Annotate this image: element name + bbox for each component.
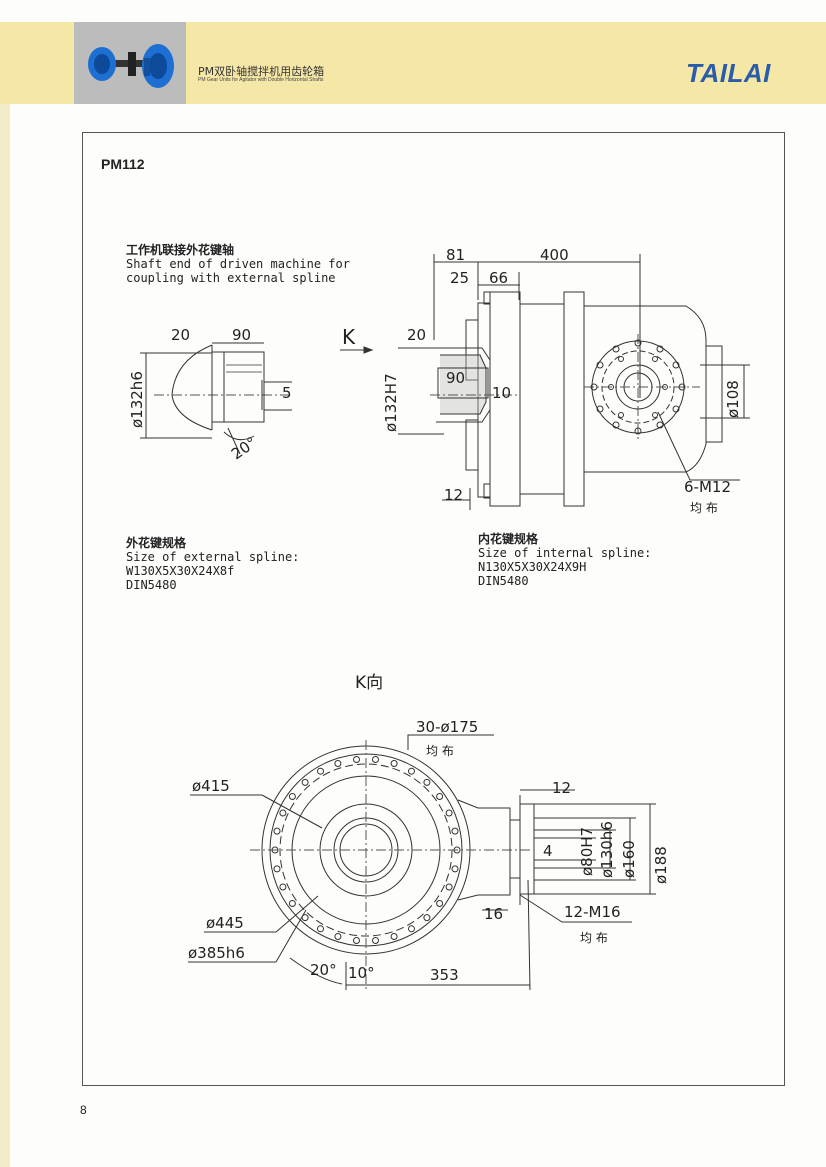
dim-188: ø188 — [652, 846, 670, 884]
internal-spline-spec: N130X5X30X24X9H — [478, 560, 587, 574]
dim-shaft-20: 20 — [171, 326, 190, 344]
product-thumbnail — [74, 22, 186, 104]
external-spline-std: DIN5480 — [126, 578, 177, 592]
dim-10: 10 — [492, 384, 511, 402]
external-spline-spec: W130X5X30X24X8f — [126, 564, 235, 578]
bolt-hole — [390, 933, 398, 940]
dim-shaft-132h6: ø132h6 — [128, 371, 146, 428]
dim-shaft-90: 90 — [232, 326, 251, 344]
bolt-hole — [445, 809, 453, 817]
bolt-hole — [451, 865, 459, 873]
dim-30-175: 30-ø175 — [416, 718, 478, 736]
bolt-hole — [271, 846, 279, 854]
bolt-hole — [453, 846, 461, 854]
bolt-hole — [279, 809, 287, 817]
dim-6-M12: 6-M12 — [684, 478, 731, 496]
bolt-hole — [372, 756, 379, 763]
dim-400: 400 — [540, 246, 569, 264]
bolt-hole — [423, 914, 431, 922]
bolt-hole — [279, 883, 287, 891]
dim-k-angle-20: 20° — [310, 961, 337, 979]
bolt-hole — [445, 883, 453, 891]
dim-80H7: ø80H7 — [578, 827, 596, 876]
bolt-hole — [353, 756, 360, 763]
dim-160: ø160 — [620, 840, 638, 878]
k-view-holes — [271, 756, 461, 944]
external-spline-en: Size of external spline: — [126, 550, 300, 564]
drawing-frame — [82, 132, 785, 1086]
note-even-1: 均 布 — [690, 501, 718, 515]
internal-spline-note: 内花键规格 Size of internal spline: N130X5X30… — [478, 532, 651, 588]
dim-415: ø415 — [192, 777, 230, 795]
dim-body-12: 12 — [444, 486, 463, 504]
dim-body-20: 20 — [407, 326, 426, 344]
bolt-hole — [317, 925, 324, 933]
note-even-2: 均 布 — [426, 744, 454, 758]
bolt-hole — [334, 933, 342, 940]
internal-spline-cn: 内花键规格 — [478, 532, 539, 546]
bolt-hole — [288, 900, 296, 907]
shaft-end-note: 工作机联接外花键轴 Shaft end of driven machine fo… — [126, 243, 350, 285]
dim-shaft-5: 5 — [282, 384, 292, 402]
page-number: 8 — [80, 1103, 87, 1117]
shaft-end-detail — [140, 342, 292, 455]
bolt-hole — [317, 767, 324, 775]
bolt-hole — [372, 937, 379, 944]
shaft-end-en2: coupling with external spline — [126, 271, 336, 285]
bolt-hole — [408, 925, 415, 933]
dim-66: 66 — [489, 269, 508, 287]
header-title-cn: PM双卧轴搅拌机用齿轮箱 — [198, 65, 325, 78]
k-arrow-head — [363, 346, 374, 354]
dim-body-90: 90 — [446, 369, 465, 387]
bolt-hole — [353, 937, 360, 944]
header-title-en: PM Gear Units for Agitator with Double H… — [198, 77, 324, 83]
bolt-hole — [301, 914, 309, 922]
bolt-hole — [288, 793, 296, 800]
dim-4: 4 — [543, 842, 553, 860]
gearbox-product-image — [88, 44, 174, 88]
bolt-hole — [390, 760, 398, 767]
k-view-label: K向 — [355, 673, 383, 693]
internal-spline-std: DIN5480 — [478, 574, 529, 588]
brand-logo: TAILAI — [686, 58, 771, 88]
dim-k-12: 12 — [552, 779, 571, 797]
dim-108: ø108 — [724, 380, 742, 418]
bolt-hole — [451, 827, 459, 835]
bolt-hole — [334, 760, 342, 767]
dim-130h6: ø130h6 — [598, 821, 616, 878]
k-arrow-label: K — [342, 325, 356, 349]
dim-385h6: ø385h6 — [188, 944, 245, 962]
dim-25: 25 — [450, 269, 469, 287]
dim-445: ø445 — [206, 914, 244, 932]
dim-k-angle-10: 10° — [348, 964, 375, 982]
bolt-hole — [436, 900, 444, 907]
model-title: PM112 — [101, 156, 145, 172]
shaft-end-cn: 工作机联接外花键轴 — [126, 243, 235, 257]
bolt-hole — [436, 793, 444, 800]
external-spline-note: 外花键规格 Size of external spline: W130X5X30… — [126, 536, 299, 592]
side-view — [398, 254, 750, 510]
bolt-hole — [408, 767, 415, 775]
bolt-hole — [423, 778, 431, 786]
dim-353: 353 — [430, 966, 459, 984]
side-view-holes — [590, 339, 686, 435]
dim-132H7: ø132H7 — [382, 373, 400, 432]
bolt-hole — [301, 778, 309, 786]
external-spline-cn: 外花键规格 — [126, 536, 187, 550]
dim-16: 16 — [484, 905, 503, 923]
bolt-hole — [273, 865, 281, 873]
dim-81: 81 — [446, 246, 465, 264]
bolt-hole — [273, 827, 281, 835]
internal-spline-en: Size of internal spline: — [478, 546, 652, 560]
k-view — [188, 734, 656, 991]
shaft-end-en1: Shaft end of driven machine for — [126, 257, 350, 271]
note-even-3: 均 布 — [580, 931, 608, 945]
left-margin-stripe — [0, 22, 10, 1167]
dim-12-M16: 12-M16 — [564, 903, 621, 921]
